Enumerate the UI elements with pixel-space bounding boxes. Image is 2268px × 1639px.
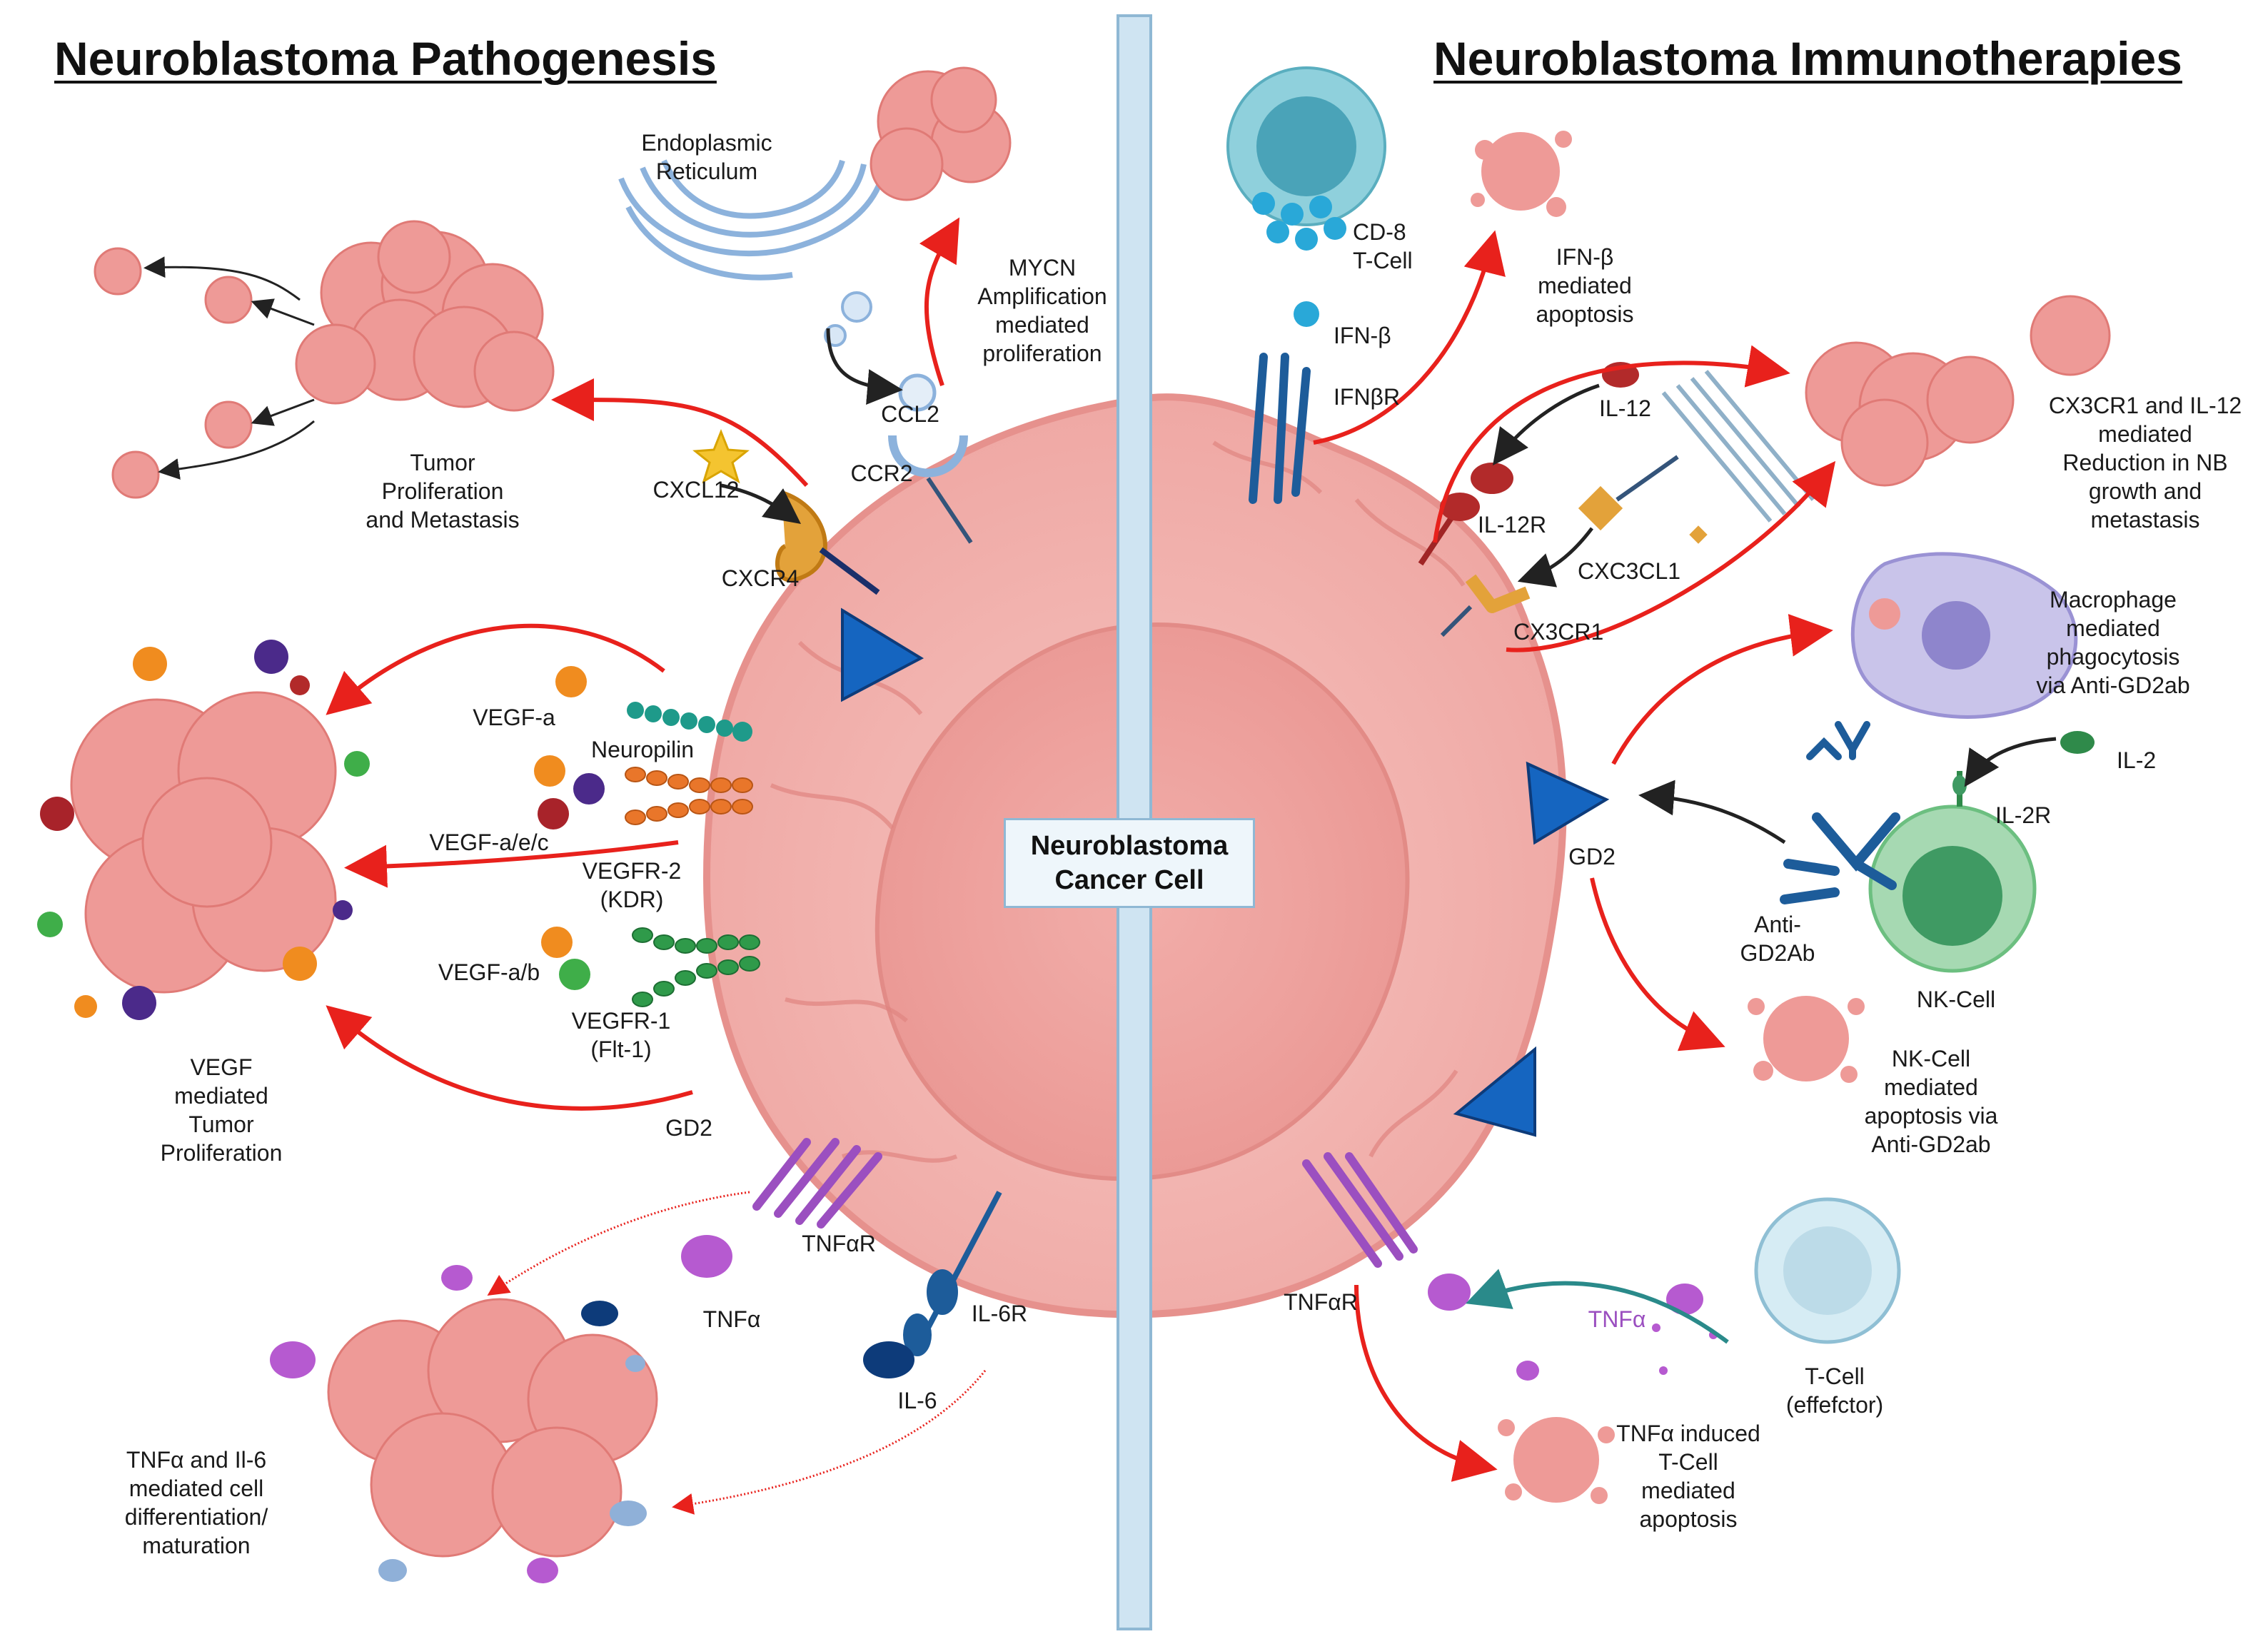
- gd2-left-label: GD2: [665, 1115, 712, 1141]
- il12-label: IL-12: [1599, 395, 1651, 421]
- ifnb-molecule-icon: [1294, 301, 1319, 327]
- vegf-aec-label: VEGF-a/e/c: [429, 829, 549, 855]
- ccr2-label: CCR2: [850, 460, 913, 486]
- right-heading: Neuroblastoma Immunotherapies: [1433, 32, 2182, 85]
- il2-molecule-icon: [2060, 731, 2095, 754]
- ifnbr-receptor-icon: [1249, 353, 1311, 504]
- tnfa-secreted-icon: [1516, 1284, 1718, 1381]
- neuropilin-label: Neuropilin: [590, 737, 695, 762]
- tnfa-right-label: TNFα: [1588, 1306, 1646, 1332]
- tnfar-receptor-icon: [752, 1138, 882, 1229]
- vegfr1-receptor-icon: [632, 927, 760, 1007]
- cx3cr1-receptor-icon: [1465, 574, 1531, 613]
- nk-anti-gd2ab-icon: [1780, 812, 1900, 904]
- nk-cell-label: NK-Cell: [1916, 987, 1996, 1012]
- cx3cr1-il12-label: CX3CR1 and IL-12 mediated Reduction in N…: [2048, 393, 2242, 533]
- vegfr2-label: VEGFR-2 (KDR): [582, 858, 682, 912]
- cx3cl1-label: CXC3CL1: [1578, 558, 1681, 584]
- left-heading: Neuroblastoma Pathogenesis: [54, 32, 717, 85]
- vegf-molecule-icon: [37, 640, 605, 1020]
- il6-molecule-icon: [863, 1341, 914, 1378]
- nk-apoptosis-label: NK-Cell mediated apoptosis via Anti-GD2a…: [1864, 1046, 1998, 1157]
- reduced-tumor-icon: [1805, 295, 2111, 487]
- mycn-label: MYCN Amplification mediated proliferatio…: [977, 255, 1107, 366]
- mycn-tumor-icon: [870, 66, 1012, 201]
- er-label: Endoplasmic Reticulum: [641, 130, 772, 184]
- il6r-receptor-icon: [903, 1191, 1002, 1356]
- il12r-receptor-icon: [1418, 463, 1513, 566]
- tnfa-apoptotic-cell-icon: [1498, 1417, 1615, 1504]
- differentiated-tumor-icon: [327, 1298, 658, 1558]
- metastatic-cell-icon: [94, 247, 253, 499]
- tnfar-right-label: TNFαR: [1284, 1289, 1358, 1315]
- nk-apoptotic-cell-icon: [1748, 996, 1865, 1083]
- cxcr4-label: CXCR4: [721, 565, 800, 591]
- gd2-triangle-icon: [1453, 1046, 1536, 1137]
- endoplasmic-reticulum-icon: [618, 159, 888, 281]
- macrophage-icon: [1850, 552, 2078, 719]
- tnfa-left-label: TNFα: [702, 1306, 761, 1332]
- il2-label: IL-2: [2117, 747, 2157, 773]
- tumor-cluster-icon: [295, 220, 555, 412]
- cd8-label: CD-8 T-Cell: [1353, 219, 1413, 273]
- ifnb-apoptosis-label: IFN-β mediated apoptosis: [1536, 244, 1634, 327]
- tnfar-receptor-right-icon: [1302, 1152, 1418, 1268]
- anti-gd2ab-label: Anti- GD2Ab: [1740, 912, 1815, 966]
- tnfa-molecule-icon: [681, 1235, 732, 1278]
- tnfa-molecule-right-icon: [1428, 1274, 1471, 1311]
- neuropilin-receptor-icon: [627, 702, 752, 742]
- vegf-tumor-icon: [70, 691, 337, 994]
- nk-cell-icon: [1868, 771, 2037, 973]
- ifnb-label: IFN-β: [1334, 323, 1391, 348]
- ccl2-label: CCL2: [881, 401, 939, 427]
- tumor-prolif-label: Tumor Proliferation and Metastasis: [366, 450, 520, 533]
- center-label: Neuroblastoma Cancer Cell: [1004, 818, 1255, 908]
- vegf-ab-label: VEGF-a/b: [438, 959, 540, 985]
- vegf-mediated-label: VEGF mediated Tumor Proliferation: [160, 1054, 283, 1166]
- gd2-triangle-icon: [841, 607, 924, 702]
- tnfa-induced-label: TNFα induced T-Cell mediated apoptosis: [1616, 1421, 1760, 1532]
- il6r-label: IL-6R: [971, 1301, 1028, 1326]
- gd2-triangle-icon: [1526, 761, 1610, 845]
- il6-label: IL-6: [897, 1388, 937, 1413]
- tnfa-il6-label: TNFα and Il-6 mediated cell differentiat…: [124, 1447, 268, 1558]
- cxcl12-label: CXCL12: [652, 477, 740, 503]
- gd2-right-label: GD2: [1568, 844, 1616, 869]
- anti-gd2-antibody-icon: [1806, 721, 1870, 760]
- tcell-label: T-Cell (effefctor): [1785, 1363, 1884, 1418]
- effector-tcell-icon: [1754, 1197, 1901, 1344]
- macrophage-label: Macrophage mediated phagocytosis via Ant…: [2036, 587, 2190, 698]
- cxcl12-star-icon: [692, 428, 750, 484]
- tnfar-left-label: TNFαR: [802, 1231, 876, 1256]
- vegf-a-label: VEGF-a: [473, 705, 555, 730]
- apoptotic-cell-icon: [1471, 131, 1572, 217]
- il2r-label: IL-2R: [1995, 802, 2052, 828]
- cx3cr1-label: CX3CR1: [1513, 619, 1604, 645]
- vegfr2-receptor-icon: [625, 767, 753, 825]
- vegfr1-label: VEGFR-1 (Flt-1): [571, 1008, 671, 1062]
- cd8-tcell-icon: [1226, 66, 1386, 251]
- il12r-label: IL-12R: [1478, 512, 1547, 538]
- ifnbr-label: IFNβR: [1334, 384, 1401, 410]
- tnfa-il6-molecules-icon: [270, 1265, 647, 1583]
- ccr2-receptor-icon: [888, 435, 968, 478]
